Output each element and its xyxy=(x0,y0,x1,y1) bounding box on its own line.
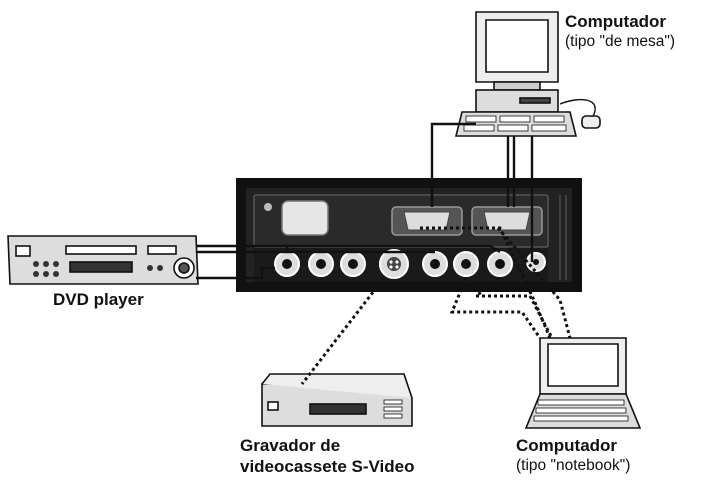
dvd-player-title: DVD player xyxy=(53,290,144,309)
dvd-player xyxy=(7,235,199,285)
dashed-cables xyxy=(300,226,572,385)
vcr-label: Gravador de videocassete S-Video xyxy=(240,436,415,477)
notebook-computer-label: Computador (tipo "notebook") xyxy=(516,436,630,476)
vcr xyxy=(261,373,413,427)
vga-port-1 xyxy=(391,206,463,236)
desktop-computer-label: Computador (tipo "de mesa") xyxy=(565,12,675,52)
notebook-computer xyxy=(524,337,642,429)
desktop-computer xyxy=(454,11,601,137)
solid-cables xyxy=(196,122,534,280)
dvd-player-label: DVD player xyxy=(53,290,144,311)
rca-jack-5 xyxy=(453,251,479,277)
vcr-title-line2: videocassete S-Video xyxy=(240,456,415,476)
rca-jack-6 xyxy=(487,251,513,277)
vcr-title-line1: Gravador de xyxy=(240,436,341,455)
notebook-computer-subtitle: (tipo "notebook") xyxy=(516,456,631,474)
panel-cover xyxy=(281,200,329,236)
audio-jack xyxy=(526,252,546,272)
projector-rear-panel xyxy=(236,178,582,292)
svideo-jack xyxy=(379,249,409,279)
rca-jack-4 xyxy=(422,251,448,277)
rca-jack-3 xyxy=(340,251,366,277)
screw-icon xyxy=(264,203,272,211)
rca-jack-2 xyxy=(308,251,334,277)
vga-port-2 xyxy=(471,206,543,236)
desktop-computer-title: Computador xyxy=(565,12,667,31)
desktop-computer-subtitle: (tipo "de mesa") xyxy=(565,32,676,50)
notebook-computer-title: Computador xyxy=(516,436,618,455)
rca-jack-1 xyxy=(274,251,300,277)
